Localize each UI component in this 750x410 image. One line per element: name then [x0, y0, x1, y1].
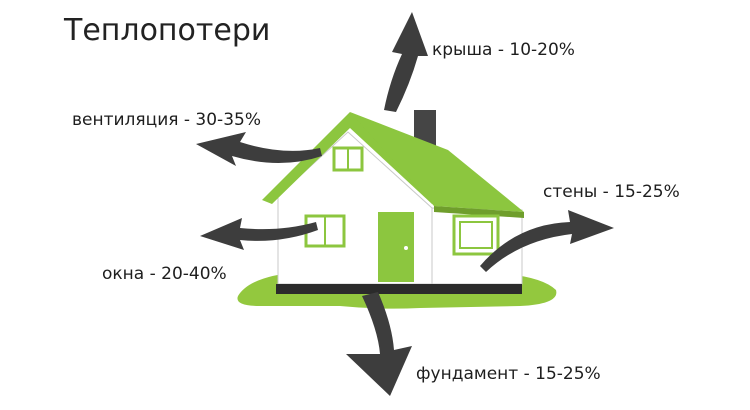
- foundation: [276, 284, 522, 294]
- ventilation-arrow: [196, 132, 322, 166]
- attic-window: [332, 146, 364, 172]
- walls-loss-label: стены - 15-25%: [543, 182, 680, 202]
- foundation-arrow: [346, 292, 412, 396]
- door: [378, 212, 414, 282]
- side-window: [452, 214, 500, 256]
- ventilation-loss-label: вентиляция - 30-35%: [72, 110, 261, 130]
- roof-edge: [434, 206, 524, 218]
- title: Теплопотери: [64, 13, 271, 48]
- foundation-loss-label: фундамент - 15-25%: [416, 364, 601, 384]
- roof-front: [262, 112, 440, 204]
- chimney: [414, 110, 436, 146]
- windows-arrow: [200, 218, 318, 250]
- roof-loss-label: крыша - 10-20%: [432, 40, 575, 60]
- roof-slope: [350, 112, 524, 212]
- walls-arrow: [480, 210, 614, 272]
- roof-arrow: [384, 12, 428, 112]
- windows-loss-label: окна - 20-40%: [102, 264, 227, 284]
